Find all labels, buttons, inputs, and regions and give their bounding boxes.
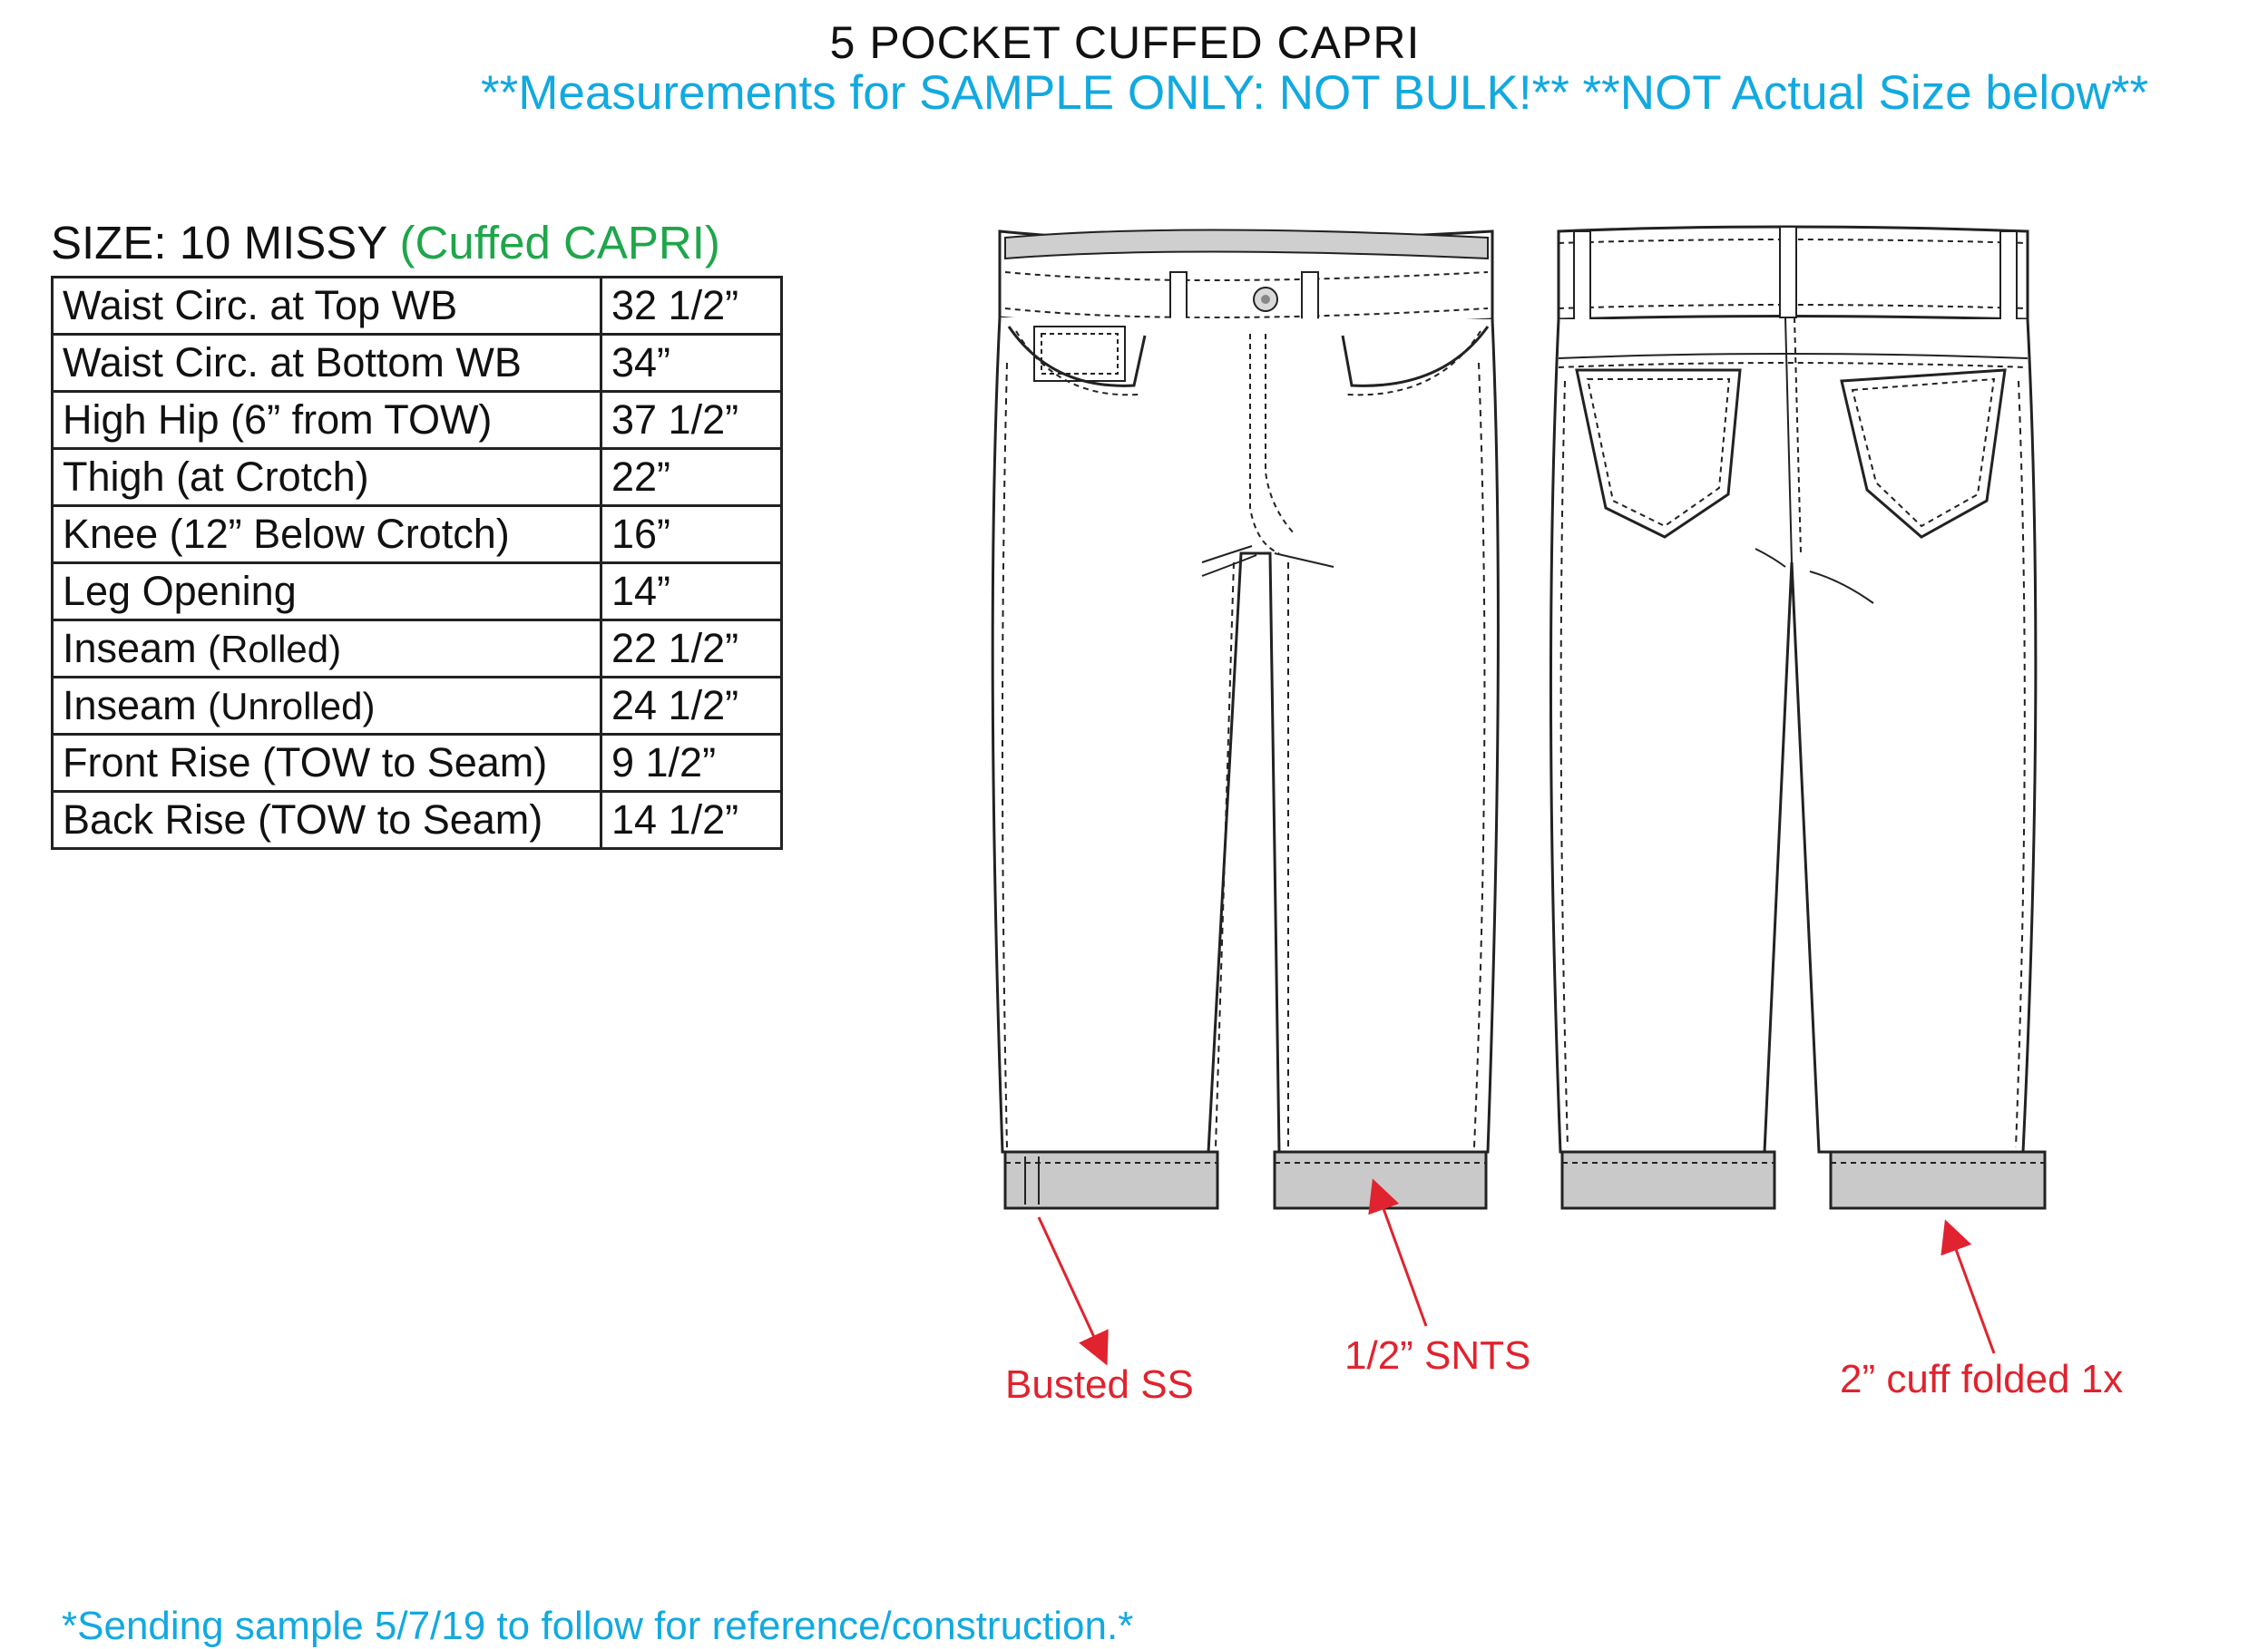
measurement-label: Front Rise (TOW to Seam) (63, 739, 548, 785)
measurement-note: (Unrolled) (208, 685, 376, 727)
measurement-value: 14” (600, 561, 783, 621)
measurement-label: Waist Circ. at Top WB (63, 282, 458, 328)
measurement-value: 32 1/2” (600, 276, 783, 336)
table-row: Waist Circ. at Bottom WB 34” (51, 333, 783, 393)
table-row: Front Rise (TOW to Seam) 9 1/2” (51, 733, 783, 793)
table-row: Back Rise (TOW to Seam) 14 1/2” (51, 790, 783, 850)
page-title: 5 POCKET CUFFED CAPRI (829, 17, 1421, 68)
footnote: *Sending sample 5/7/19 to follow for ref… (62, 1604, 1134, 1648)
table-row: Waist Circ. at Top WB 32 1/2” (51, 276, 783, 336)
measurement-value: 14 1/2” (600, 790, 783, 850)
measurement-value: 37 1/2” (600, 390, 783, 450)
measurement-label: Leg Opening (63, 568, 297, 614)
table-row: Thigh (at Crotch) 22” (51, 447, 783, 507)
table-row: Knee (12” Below Crotch) 16” (51, 504, 783, 564)
back-view-sketch (1549, 225, 2047, 1210)
measurement-label: High Hip (6” from TOW) (63, 396, 493, 443)
table-row: Inseam (Rolled) 22 1/2” (51, 619, 783, 678)
measurement-label: Thigh (at Crotch) (63, 454, 369, 500)
style-label: (Cuffed CAPRI) (399, 217, 720, 268)
measurement-value: 22 1/2” (600, 619, 783, 678)
arrow-snts (1368, 1178, 1428, 1327)
size-heading: SIZE: 10 MISSY (Cuffed CAPRI) (51, 216, 720, 269)
measurement-label: Knee (12” Below Crotch) (63, 511, 510, 557)
page-subtitle: **Measurements for SAMPLE ONLY: NOT BULK… (481, 66, 2149, 120)
front-view-sketch (991, 229, 1500, 1210)
table-row: Leg Opening 14” (51, 561, 783, 621)
table-row: High Hip (6” from TOW) 37 1/2” (51, 390, 783, 450)
callout-busted-ss: Busted SS (1005, 1362, 1194, 1407)
measurement-label: Waist Circ. at Bottom WB (63, 339, 522, 385)
measurement-label: Inseam (63, 682, 197, 728)
measurement-value: 9 1/2” (600, 733, 783, 793)
measurement-label: Inseam (63, 625, 197, 671)
measurement-note: (Rolled) (208, 628, 342, 670)
arrow-cuff (1941, 1219, 1996, 1354)
measurement-value: 16” (600, 504, 783, 564)
measurement-table: Waist Circ. at Top WB 32 1/2” Waist Circ… (51, 276, 783, 850)
measurement-value: 22” (600, 447, 783, 507)
size-label: SIZE: 10 MISSY (51, 217, 387, 268)
measurement-label: Back Rise (TOW to Seam) (63, 796, 543, 843)
measurement-value: 34” (600, 333, 783, 393)
callout-snts: 1/2” SNTS (1344, 1333, 1531, 1378)
table-row: Inseam (Unrolled) 24 1/2” (51, 676, 783, 736)
callout-cuff: 2” cuff folded 1x (1840, 1357, 2124, 1401)
measurement-value: 24 1/2” (600, 676, 783, 736)
arrow-busted-ss (1037, 1216, 1109, 1366)
